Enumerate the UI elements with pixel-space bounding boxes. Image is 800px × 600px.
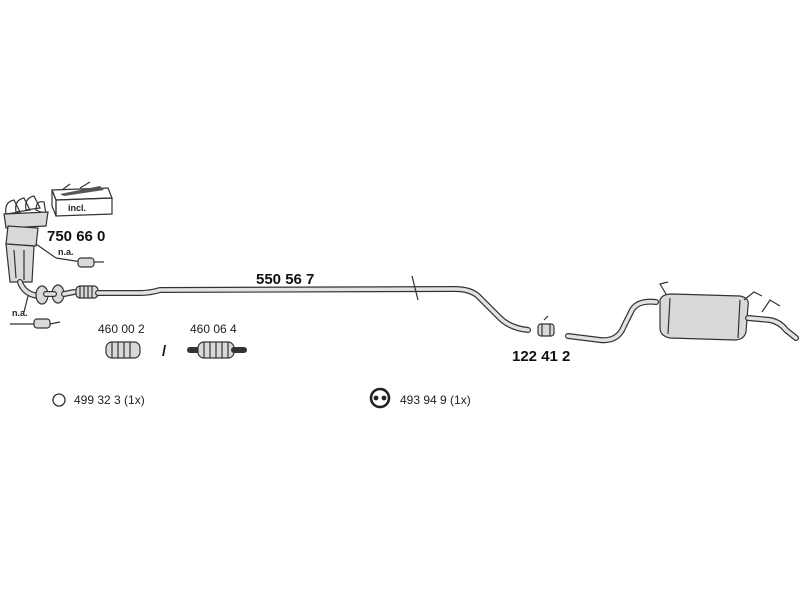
middle-pipe[interactable] — [95, 275, 531, 333]
flex-pipe-b-number: 460 06 4 — [190, 322, 237, 336]
flex-pipe-a-number: 460 00 2 — [98, 322, 145, 336]
ring-icon — [52, 393, 66, 407]
manifold-part-number: 750 66 0 — [47, 228, 105, 245]
alternative-separator: / — [162, 343, 167, 360]
manifold-catalyst[interactable] — [3, 195, 77, 305]
flex-connector-inline[interactable] — [75, 285, 99, 299]
ring-legend[interactable]: 499 32 3 (1x) — [52, 393, 145, 407]
ring-part-text: 499 32 3 (1x) — [74, 393, 145, 407]
rear-silencer[interactable] — [565, 281, 799, 344]
flex-pipe-b[interactable] — [187, 341, 247, 359]
sensor-lower-note: n.a. — [12, 308, 28, 318]
clamp-part-number: 122 41 2 — [512, 348, 570, 365]
flex-pipe-a[interactable] — [105, 341, 141, 359]
pipe-clamp[interactable] — [537, 315, 555, 337]
rubber-hanger-icon — [369, 387, 391, 409]
oxygen-sensor-upper[interactable] — [35, 243, 104, 268]
hanger-legend[interactable]: 493 94 9 (1x) — [369, 387, 471, 409]
sensor-upper-note: n.a. — [58, 247, 74, 257]
kit-box-label: incl. — [68, 203, 86, 213]
hanger-part-text: 493 94 9 (1x) — [400, 393, 471, 407]
kit-box[interactable]: incl. — [51, 181, 113, 217]
middle-pipe-part-number: 550 56 7 — [256, 271, 314, 288]
oxygen-sensor-lower[interactable] — [10, 295, 61, 329]
